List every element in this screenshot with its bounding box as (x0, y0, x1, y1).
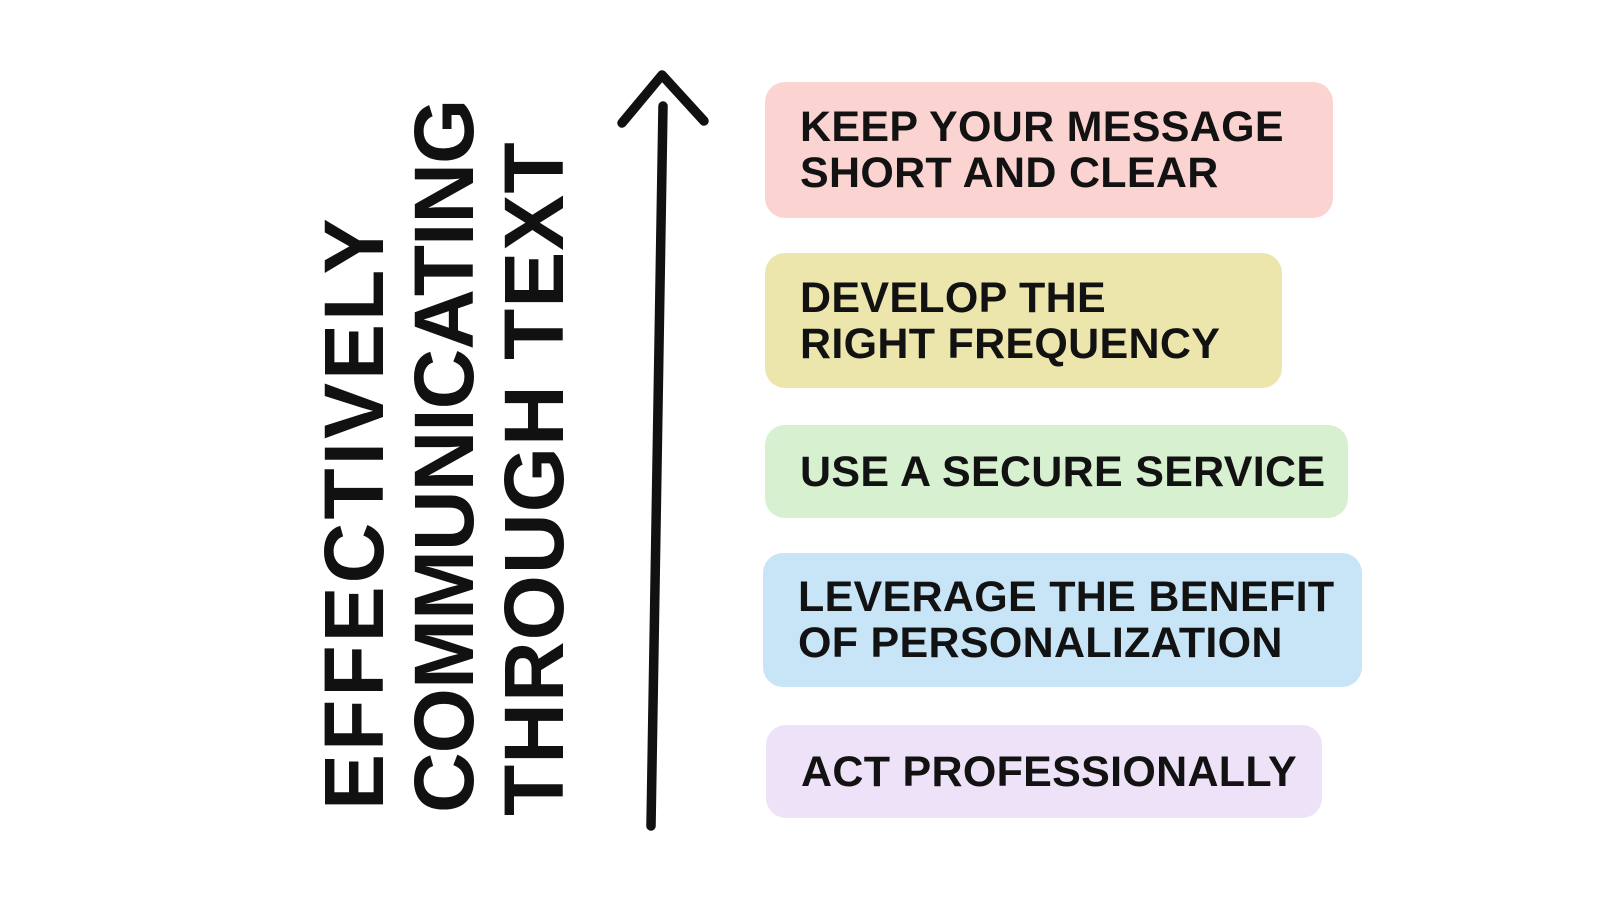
step-box-keep-message: KEEP YOUR MESSAGE SHORT AND CLEAR (765, 82, 1333, 218)
title-line-2: COMMUNICATING (397, 99, 491, 813)
step-box-act-professionally: ACT PROFESSIONALLY (766, 725, 1322, 818)
step-text-line: LEVERAGE THE BENEFIT (798, 573, 1335, 621)
step-text-line: KEEP YOUR MESSAGE (800, 103, 1284, 151)
step-text-line: DEVELOP THE (800, 273, 1106, 322)
step-text-line: RIGHT FREQUENCY (800, 319, 1221, 368)
step-text-line: USE A SECURE SERVICE (800, 447, 1326, 496)
title-line-3: THROUGH TEXT (487, 141, 581, 816)
step-box-secure-service: USE A SECURE SERVICE (765, 425, 1348, 518)
title-line-1: EFFECTIVELY (307, 215, 401, 810)
step-box-right-frequency: DEVELOP THE RIGHT FREQUENCY (765, 253, 1282, 388)
step-text-line: SHORT AND CLEAR (800, 149, 1219, 197)
step-text-line: ACT PROFESSIONALLY (801, 747, 1297, 796)
step-box-personalization: LEVERAGE THE BENEFIT OF PERSONALIZATION (763, 553, 1362, 687)
step-text-line: OF PERSONALIZATION (798, 619, 1283, 667)
